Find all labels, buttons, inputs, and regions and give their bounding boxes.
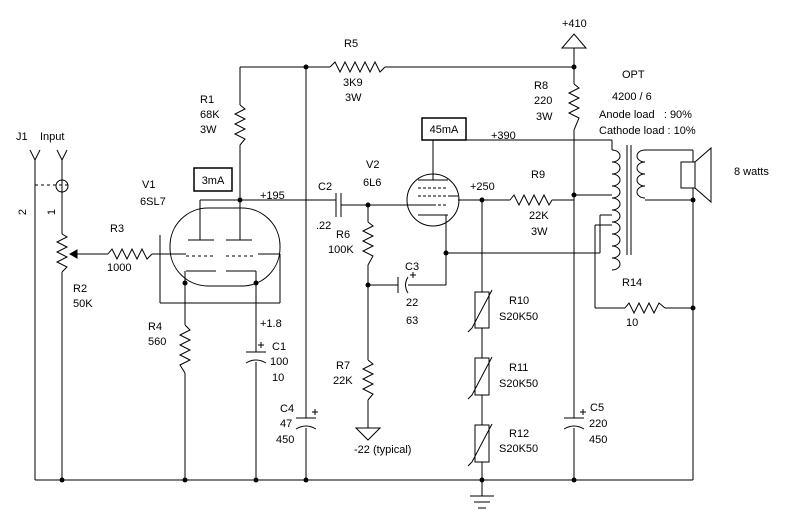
current-v1-label: 3mA: [202, 175, 225, 187]
voltage-250: +250: [470, 181, 495, 193]
c3-label: C3: [405, 261, 419, 273]
resistor-r4: [178, 324, 192, 374]
r11-value: S20K50: [499, 378, 538, 390]
resistor-r6: [361, 221, 375, 266]
current-box-v2: 45mA: [421, 117, 467, 141]
opt-ratio: 4200 / 6: [612, 91, 652, 103]
r3-label: R3: [110, 223, 124, 235]
r6-label: R6: [336, 229, 350, 241]
c5-voltage: 450: [589, 434, 607, 446]
r2-label: R2: [73, 283, 87, 295]
r4-value: 560: [148, 336, 166, 348]
voltage-195: +195: [260, 190, 285, 202]
resistor-r9: [509, 193, 553, 207]
resistor-r8: [567, 83, 581, 131]
input-jack-j1: [29, 149, 69, 193]
capacitor-c2: [332, 193, 342, 217]
r7-label: R7: [336, 360, 350, 372]
resistor-r1: [233, 104, 247, 146]
varistor-r10: [467, 289, 493, 333]
j1-label: J1: [16, 131, 28, 143]
c4-value: 47: [280, 418, 292, 430]
resistor-r3: [107, 247, 153, 261]
resistor-r7: [361, 359, 375, 401]
r9-wattage: 3W: [531, 226, 548, 238]
c5-value: 220: [589, 418, 607, 430]
r10-value: S20K50: [499, 311, 538, 323]
bias-supply-symbol: [354, 427, 382, 441]
r12-label: R12: [509, 428, 529, 440]
voltage-410: +410: [562, 18, 587, 30]
r8-label: R8: [534, 80, 548, 92]
r9-value: 22K: [529, 210, 549, 222]
c3-value: 22: [406, 297, 418, 309]
pin2-label: 2: [17, 209, 29, 215]
tube-v2: [406, 173, 460, 227]
ground-symbol: [470, 495, 494, 509]
r9-label: R9: [531, 169, 545, 181]
v1-type: 6SL7: [140, 196, 166, 208]
r1-value: 68K: [200, 109, 220, 121]
voltage-neg22: -22 (typical): [354, 444, 411, 456]
output-transformer: [611, 145, 646, 271]
c5-label: C5: [590, 402, 604, 414]
c4-label: C4: [280, 403, 294, 415]
r3-value: 1000: [107, 262, 131, 274]
anode-load-label: Anode load : 90%: [599, 109, 692, 121]
c1-value: 100: [270, 356, 288, 368]
varistor-r11: [467, 356, 493, 400]
capacitor-c5: [563, 409, 586, 430]
varistor-r12: [467, 423, 493, 467]
cathode-load-label: Cathode load : 10%: [599, 125, 696, 137]
potentiometer-r2: [55, 233, 78, 273]
r14-value: 10: [626, 317, 638, 329]
c2-value: .22: [316, 220, 331, 232]
r10-label: R10: [509, 295, 529, 307]
v1-label: V1: [142, 179, 155, 191]
c3-voltage: 63: [406, 315, 418, 327]
speaker-label: 8 watts: [734, 166, 769, 178]
voltage-1-8: +1.8: [260, 318, 282, 330]
input-label: Input: [40, 131, 64, 143]
c4-voltage: 450: [276, 434, 294, 446]
capacitor-c3: [397, 272, 416, 294]
pin1-label: 1: [46, 209, 58, 215]
current-v2-label: 45mA: [430, 124, 459, 136]
supply-410-symbol: [560, 33, 588, 49]
resistor-r5: [329, 60, 386, 74]
c1-voltage: 10: [272, 372, 284, 384]
component-labels: J1 Input 2 1 R1 68K 3W R2 50K R3 1000 R4…: [16, 18, 769, 456]
resistor-r14: [624, 301, 666, 315]
r8-wattage: 3W: [536, 111, 553, 123]
r8-value: 220: [534, 95, 552, 107]
c1-label: C1: [272, 341, 286, 353]
r1-label: R1: [200, 94, 214, 106]
tube-v1: [169, 200, 281, 287]
r12-value: S20K50: [499, 443, 538, 455]
r4-label: R4: [148, 321, 162, 333]
r7-value: 22K: [333, 375, 353, 387]
capacitor-c4: [295, 409, 318, 430]
voltage-390: +390: [491, 130, 516, 142]
v2-type: 6L6: [363, 177, 381, 189]
r14-label: R14: [622, 277, 642, 289]
opt-label: OPT: [622, 69, 645, 81]
r5-value: 3K9: [343, 77, 363, 89]
r1-wattage: 3W: [200, 124, 217, 136]
v2-label: V2: [366, 159, 379, 171]
current-box-v1: 3mA: [193, 167, 233, 192]
r2-value: 50K: [73, 298, 93, 310]
r5-wattage: 3W: [345, 92, 362, 104]
r5-label: R5: [344, 38, 358, 50]
c2-label: C2: [318, 181, 332, 193]
capacitor-c1: [245, 342, 267, 364]
speaker: [680, 146, 712, 204]
r11-label: R11: [509, 362, 528, 374]
r6-value: 100K: [328, 244, 354, 256]
